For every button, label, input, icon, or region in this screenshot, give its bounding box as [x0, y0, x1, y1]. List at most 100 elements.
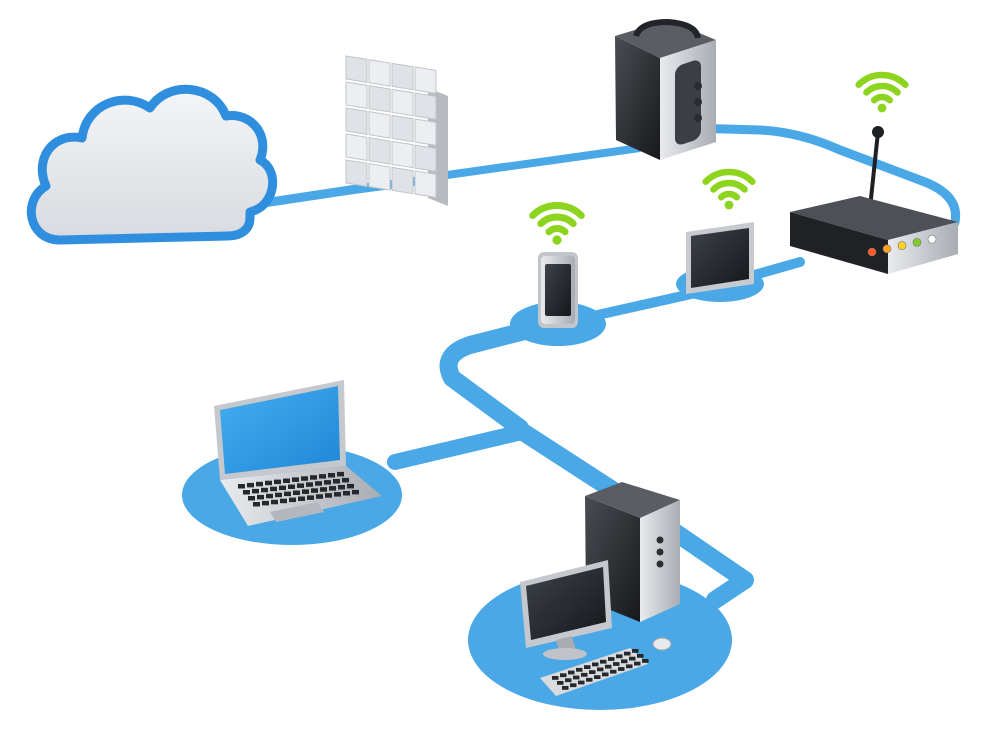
desktop-computer-icon [520, 482, 680, 696]
laptop-key [315, 481, 322, 486]
firewall-brick [414, 144, 437, 172]
server-icon [615, 18, 716, 160]
laptop-key [243, 490, 250, 495]
desktop-key [613, 662, 620, 666]
desktop-key [584, 665, 591, 669]
link-junction-desktop [511, 421, 754, 609]
laptop-key [275, 492, 282, 498]
wifi-signal-icon-smartphone [529, 202, 585, 245]
laptop-key [342, 477, 349, 483]
desktop-key [605, 664, 612, 669]
wifi-arc [870, 93, 894, 104]
firewall-brick [368, 85, 391, 113]
desktop-key [637, 654, 644, 658]
desktop-key [608, 657, 615, 661]
laptop-key [328, 473, 335, 478]
laptop-key [306, 482, 313, 487]
router-led [897, 241, 907, 250]
laptop-key [289, 497, 296, 503]
router-led [867, 247, 877, 257]
wifi-dot [552, 235, 562, 245]
wifi-dot [724, 200, 734, 210]
laptop-key [325, 493, 332, 498]
laptop-key [279, 485, 286, 491]
link-smartphone-junction [439, 316, 557, 437]
desktop-key [618, 667, 625, 671]
wifi-arc [537, 213, 577, 228]
wifi-arc [529, 202, 585, 220]
link-firewall-server [439, 144, 641, 180]
desktop-key [594, 675, 601, 679]
laptop-key [337, 471, 344, 477]
desktop-key [560, 673, 567, 678]
wifi-arc [855, 71, 909, 88]
router-led [927, 234, 937, 244]
desktop-key [642, 659, 649, 663]
laptop-key [343, 491, 350, 496]
desktop-key [616, 654, 623, 659]
laptop-key [316, 494, 323, 499]
router-led [882, 244, 892, 254]
laptop-key [320, 487, 327, 492]
laptop-key [333, 479, 340, 484]
desktop-key [629, 656, 636, 661]
laptop-key [298, 496, 305, 501]
firewall-brick [345, 81, 368, 109]
desktop-key [562, 686, 569, 690]
desktop-key [557, 681, 564, 685]
laptop-key [266, 493, 273, 499]
desktop-key [632, 649, 639, 653]
laptop-key [292, 477, 299, 482]
desktop-key [624, 651, 631, 656]
laptop-key [257, 494, 264, 500]
laptop-key [311, 488, 318, 493]
firewall-brick [345, 55, 368, 83]
desktop-key [602, 672, 609, 677]
firewall-brick [391, 166, 414, 195]
laptop-key [324, 480, 331, 485]
wifi-signal-icon-router [855, 71, 909, 113]
wifi-arc [717, 190, 741, 201]
wifi-arc [710, 179, 748, 193]
laptop-key [283, 478, 290, 483]
cloud-icon [26, 84, 278, 245]
desktop-key [570, 683, 577, 688]
firewall-brick [414, 66, 437, 94]
wifi-signal-icon-tablet [702, 168, 756, 210]
desktop-key [589, 670, 596, 674]
firewall-brick [368, 163, 391, 191]
desktop-key [578, 680, 585, 685]
laptop-key [297, 483, 304, 488]
firewall-brick [391, 114, 414, 143]
smartphone-icon [538, 252, 578, 328]
desktop-key [552, 676, 559, 680]
wifi-arc [863, 82, 901, 96]
firewall-brick [345, 133, 368, 161]
laptop-key [334, 492, 341, 497]
tablet-icon [686, 222, 754, 294]
firewall-icon [345, 55, 448, 206]
desktop-key [610, 669, 617, 674]
desktop-key [634, 661, 641, 666]
laptop-key [310, 475, 317, 480]
link-junction-laptop [387, 424, 530, 470]
firewall-brick [414, 118, 437, 146]
laptop-key [319, 474, 326, 479]
laptop-key [270, 486, 277, 492]
desktop-key [573, 675, 580, 680]
laptop-key [252, 488, 259, 494]
desktop-key [597, 667, 604, 672]
laptop-key [352, 489, 359, 495]
laptop-key [280, 498, 287, 504]
wifi-arc [702, 168, 756, 185]
laptop-key [265, 480, 272, 486]
firewall-brick [345, 159, 368, 187]
firewall-brick [414, 170, 437, 198]
laptop-key [302, 489, 309, 494]
laptop-key [247, 482, 254, 488]
laptop-key [248, 496, 255, 501]
firewall-brick [368, 59, 391, 87]
laptop-key [256, 481, 263, 487]
firewall-brick [345, 107, 368, 135]
